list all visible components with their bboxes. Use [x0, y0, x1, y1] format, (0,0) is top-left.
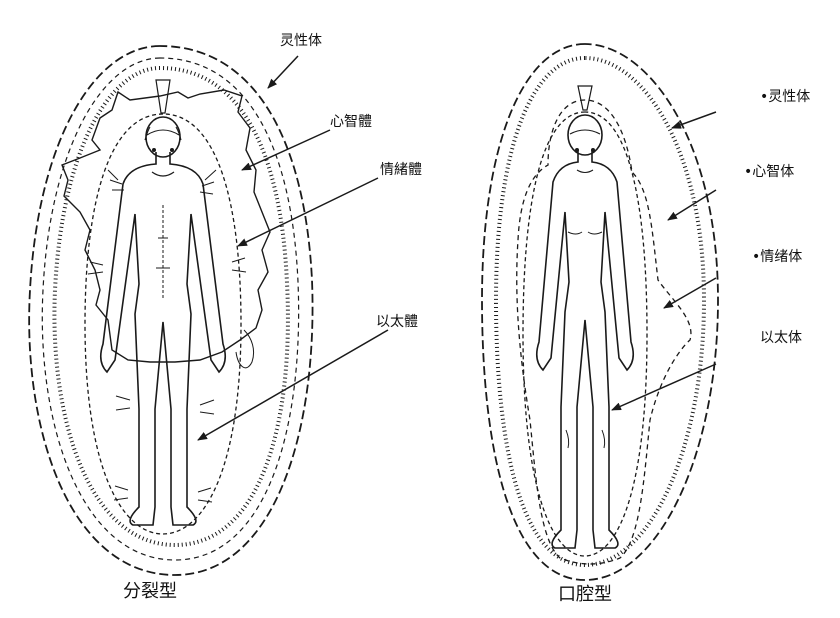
left-label-etheric: 以太體 [376, 314, 418, 330]
left-pointer-arrows [197, 55, 389, 441]
left-spiritual-body [28, 45, 314, 576]
left-panel-caption: 分裂型 [123, 581, 177, 602]
left-label-mental: 心智體 [330, 114, 372, 130]
left-human-figure [99, 116, 227, 526]
right-panel-caption: 口腔型 [558, 584, 612, 605]
right-label-mental: •心智体 [744, 164, 794, 180]
right-panel: •灵性体 •心智体 •情绪体 以太体 口腔型 [481, 43, 810, 605]
left-figure-eye [152, 148, 156, 152]
arrow-left-emotional [237, 177, 379, 247]
arrow-right-etheric [611, 363, 717, 411]
left-energy-tufts [87, 169, 255, 503]
right-etheric-body [522, 111, 648, 557]
right-spiritual-body [481, 43, 719, 581]
arrow-left-etheric [197, 329, 389, 441]
right-emotional-body [516, 99, 692, 565]
left-label-spiritual: 灵性体 [280, 33, 322, 49]
right-figure-eye [591, 148, 595, 152]
right-figure-mouth [576, 169, 594, 174]
left-emotional-body [61, 89, 271, 363]
left-crown-funnel [155, 79, 171, 114]
arrow-right-emotional [663, 277, 717, 309]
left-figure-eye [170, 148, 174, 152]
left-panel: 灵性体 心智體 情緒體 以太體 分裂型 [28, 33, 422, 602]
arrow-right-mental [667, 189, 717, 221]
right-figure-eye [575, 148, 579, 152]
right-human-figure [535, 114, 635, 549]
right-mental-fringe [493, 55, 707, 568]
right-label-etheric: 以太体 [760, 330, 802, 346]
arrow-left-mental [241, 129, 331, 171]
arrow-left-spiritual [267, 55, 299, 89]
left-label-emotional: 情緒體 [380, 162, 422, 178]
right-label-spiritual: •灵性体 [760, 89, 810, 105]
right-crown-funnel [577, 85, 593, 111]
right-pointer-arrows [611, 111, 717, 411]
arrow-right-spiritual [671, 111, 717, 129]
left-figure-mouth [151, 171, 175, 177]
right-label-emotional: •情绪体 [752, 249, 802, 265]
